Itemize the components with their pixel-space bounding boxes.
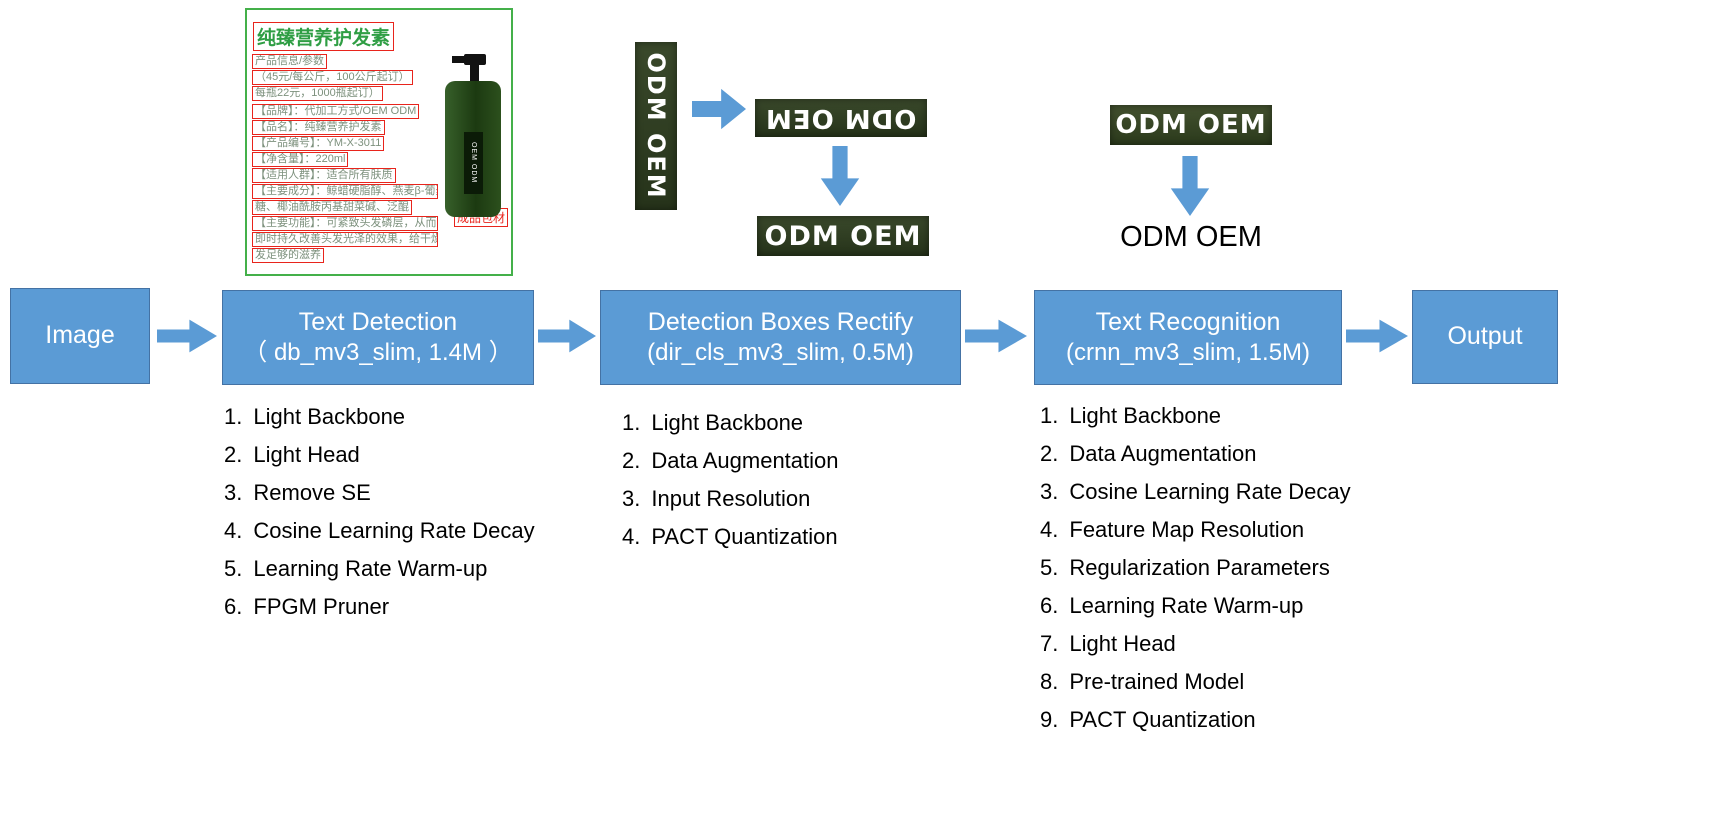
ocr-text-line: 【净含量】：220ml [252, 152, 349, 167]
sample-flipped-text: ODM OEM [765, 103, 917, 133]
rectify-strategy-list: Light Backbone Data Augmentation Input R… [622, 404, 839, 556]
node-recognition-subtitle: (crnn_mv3_slim, 1.5M) [1065, 339, 1311, 367]
node-rectify-subtitle: (dir_cls_mv3_slim, 0.5M) [647, 339, 914, 367]
flow-arrow-icon [538, 319, 596, 353]
list-item: Learning Rate Warm-up [253, 556, 488, 581]
node-output-label: Output [1447, 322, 1523, 351]
pipeline-node-text-recognition: Text Recognition (crnn_mv3_slim, 1.5M) [1034, 290, 1342, 385]
ocr-text-line: 【品牌】：代加工方式/OEM ODM [252, 104, 420, 119]
list-item: PACT Quantization [651, 524, 838, 549]
ocr-text-line: 糖、椰油酰胺丙基甜菜碱、泛醌 [252, 200, 412, 215]
detection-strategy-list: Light Backbone Light Head Remove SE Cosi… [224, 398, 535, 626]
pipeline-node-image: Image [10, 288, 150, 384]
list-item: Cosine Learning Rate Decay [1069, 479, 1351, 504]
ocr-text-line: （45元/每公斤，100公斤起订） [252, 70, 413, 85]
recognition-strategy-list: Light Backbone Data Augmentation Cosine … [1040, 397, 1351, 739]
list-item: Input Resolution [651, 486, 811, 511]
recognition-output-text: ODM OEM [1120, 221, 1262, 253]
node-image-label: Image [45, 321, 115, 350]
shampoo-bottle-image: OEM ODM [442, 54, 504, 222]
node-rectify-title: Detection Boxes Rectify [647, 307, 914, 336]
sample-crop-flipped: ODM OEM [755, 99, 927, 137]
pipeline-node-boxes-rectify: Detection Boxes Rectify (dir_cls_mv3_sli… [600, 290, 961, 385]
detection-sample-image: 纯臻营养护发素 产品信息/参数 （45元/每公斤，100公斤起订） 每瓶22元，… [245, 8, 513, 276]
rectify-result-arrow-icon [820, 146, 860, 206]
list-item: Data Augmentation [651, 448, 839, 473]
recognition-arrow-icon [1170, 156, 1210, 216]
ocr-text-line: 【主要功能】：可紧致头发磷层，从而达到 [252, 216, 438, 231]
pipeline-node-output: Output [1412, 290, 1558, 384]
list-item: Light Head [1069, 631, 1176, 656]
recognition-input-crop: ODM OEM [1110, 105, 1272, 145]
flow-arrow-icon [157, 319, 217, 353]
sample-crop-rectified: ODM OEM [757, 216, 929, 256]
list-item: Feature Map Resolution [1069, 517, 1305, 542]
bottle-pump-stem [470, 65, 479, 81]
pipeline-node-text-detection: Text Detection （ db_mv3_slim, 1.4M ） [222, 290, 534, 385]
ocr-text-line: 【适用人群】：适合所有肤质 [252, 168, 396, 183]
list-item: Light Backbone [253, 404, 406, 429]
ocr-text-line: 【产品编号】：YM-X-3011 [252, 136, 385, 151]
sample-rectified-text: ODM OEM [764, 220, 922, 252]
ocr-text-line: 发足够的滋养 [252, 248, 324, 263]
sample-vertical-text: ODM OEM [642, 52, 670, 200]
list-item: Remove SE [253, 480, 371, 505]
list-item: Learning Rate Warm-up [1069, 593, 1304, 618]
list-item: Data Augmentation [1069, 441, 1257, 466]
bottle-pump-spout [452, 56, 470, 63]
ocr-text-line: 【品名】：纯臻营养护发素 [252, 120, 385, 135]
node-detection-subtitle: （ db_mv3_slim, 1.4M ） [243, 339, 513, 367]
flow-arrow-icon [1346, 319, 1408, 353]
bottle-label: OEM ODM [464, 132, 483, 194]
list-item: Cosine Learning Rate Decay [253, 518, 535, 543]
ocr-text-line: 【主要成分】：鲸蜡硬脂醇、燕麦β-葡聚 [252, 184, 438, 199]
node-recognition-title: Text Recognition [1095, 307, 1281, 336]
list-item: Light Backbone [651, 410, 804, 435]
ocr-text-line: 产品信息/参数 [252, 54, 328, 69]
sample-crop-vertical: ODM OEM [635, 42, 677, 210]
list-item: FPGM Pruner [253, 594, 390, 619]
list-item: Regularization Parameters [1069, 555, 1330, 580]
ocr-text-line: 每瓶22元，1000瓶起订） [252, 86, 383, 101]
product-title-text-box: 纯臻营养护发素 [253, 22, 395, 51]
node-detection-title: Text Detection [298, 307, 458, 336]
list-item: PACT Quantization [1069, 707, 1256, 732]
list-item: Light Backbone [1069, 403, 1222, 428]
recognition-input-text: ODM OEM [1115, 110, 1267, 140]
bottle-pump-head [464, 54, 486, 65]
list-item: Light Head [253, 442, 360, 467]
ocr-text-line: 即时持久改善头发光泽的效果，给干燥的头 [252, 232, 438, 247]
rectify-step-arrow-icon [692, 88, 746, 130]
flow-arrow-icon [965, 319, 1027, 353]
list-item: Pre-trained Model [1069, 669, 1245, 694]
